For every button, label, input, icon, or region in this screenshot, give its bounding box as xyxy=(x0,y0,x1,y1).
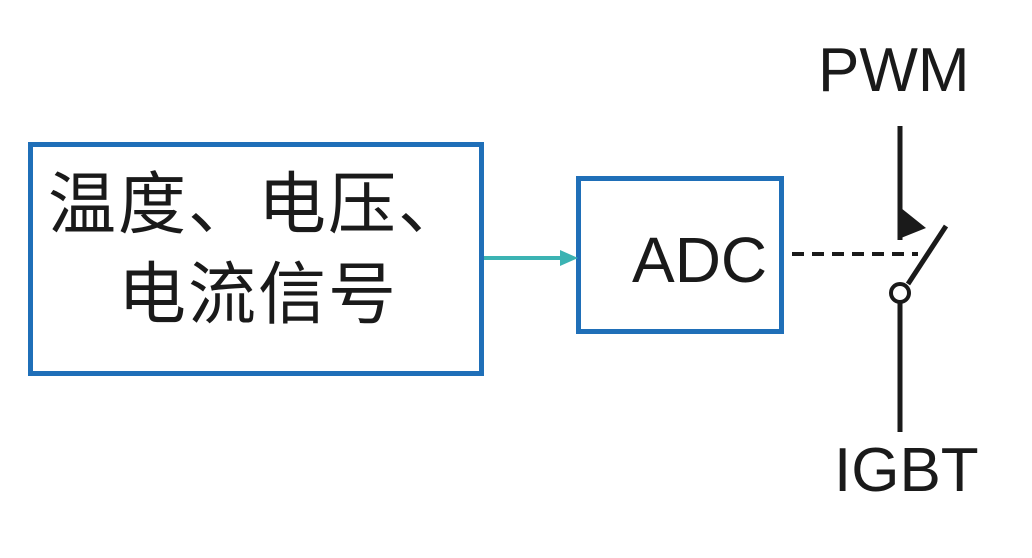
switch-blade xyxy=(905,224,949,286)
igbt-label: IGBT xyxy=(834,436,979,505)
signal-input-block xyxy=(28,142,484,376)
pwm-label: PWM xyxy=(818,36,970,105)
signal-to-adc-arrowhead xyxy=(560,250,578,266)
adc-block xyxy=(576,176,784,334)
signal-label-line2: 电流信号 xyxy=(118,256,399,335)
switch-pivot xyxy=(889,282,911,304)
pwm-contact-flag xyxy=(901,208,926,238)
signal-label-line1: 温度、电压、 xyxy=(48,166,469,245)
adc-label: ADC xyxy=(632,224,768,296)
